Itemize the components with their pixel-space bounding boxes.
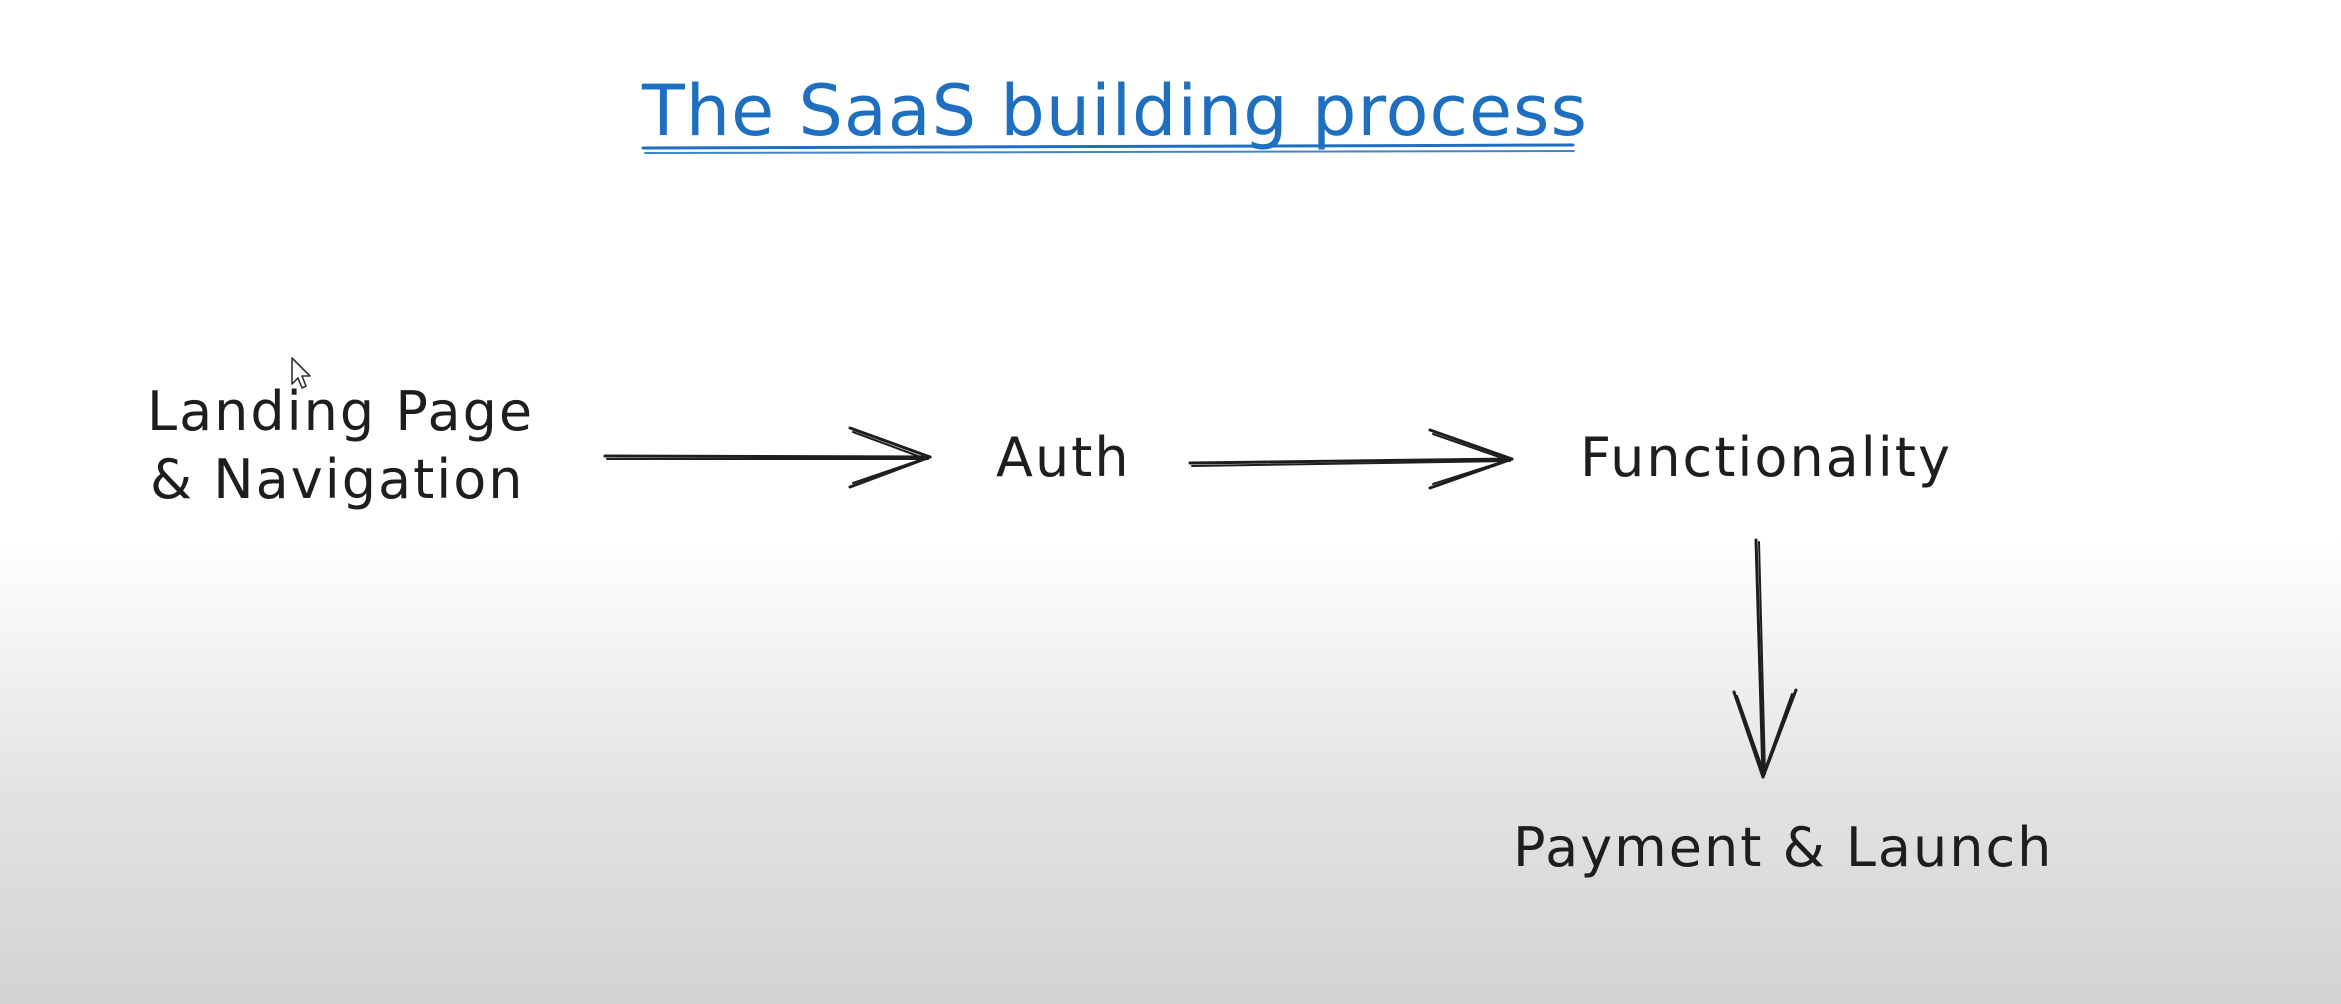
diagram-title: The SaaS building process <box>641 70 1588 152</box>
arrow-functionality-to-payment-head-right <box>1761 688 1798 779</box>
node-landing-page-line2: & Navigation <box>150 448 525 511</box>
node-payment-launch-label: Payment & Launch <box>1513 816 2053 879</box>
arrow-landing-to-auth-head-upper <box>848 426 932 459</box>
arrow-functionality-to-payment-head-left-2 <box>1736 695 1765 774</box>
arrow-landing-to-auth-head-lower-2 <box>852 457 927 484</box>
node-functionality-label: Functionality <box>1580 426 1952 489</box>
node-auth-label: Auth <box>996 426 1131 489</box>
node-payment-launch: Payment & Launch <box>1513 816 2053 879</box>
arrow-auth-to-functionality-head-upper <box>1428 428 1514 461</box>
title-underline-second-stroke <box>644 150 1575 154</box>
node-landing-page-line1: Landing Page <box>147 380 534 443</box>
arrow-functionality-to-payment-head-right-2 <box>1763 693 1793 773</box>
node-landing-page: Landing Page & Navigation <box>147 380 534 511</box>
node-functionality: Functionality <box>1580 426 1952 489</box>
arrow-landing-to-auth-head-upper-2 <box>852 431 927 460</box>
title-underline <box>641 143 1575 150</box>
arrow-landing-to-auth <box>603 426 932 489</box>
arrow-functionality-to-payment-shaft-second-stroke <box>1758 541 1766 775</box>
arrow-functionality-to-payment-shaft <box>1754 538 1765 779</box>
diagram-title-group: The SaaS building process <box>641 70 1588 154</box>
arrow-auth-to-functionality-shaft <box>1188 457 1514 465</box>
arrow-auth-to-functionality-shaft-second-stroke <box>1191 460 1511 467</box>
arrow-functionality-to-payment <box>1732 538 1798 779</box>
arrow-functionality-to-payment-head-left <box>1732 690 1765 779</box>
arrow-landing-to-auth-shaft <box>603 454 932 459</box>
node-auth: Auth <box>996 426 1131 489</box>
arrow-auth-to-functionality-head-lower-2 <box>1432 459 1509 485</box>
mouse-pointer-icon <box>291 357 311 389</box>
arrow-auth-to-functionality-head-upper-2 <box>1432 433 1509 461</box>
arrow-auth-to-functionality <box>1188 428 1514 490</box>
